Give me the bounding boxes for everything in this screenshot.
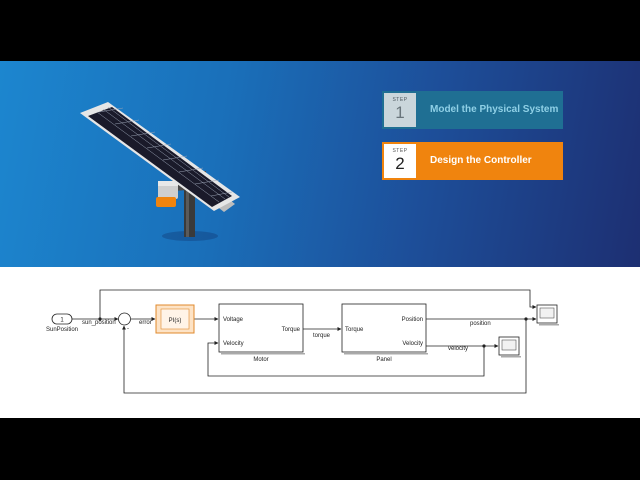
pi-controller-label: PI(s)	[169, 318, 182, 324]
scope-position-icon[interactable]	[536, 304, 559, 326]
letterbox-top	[0, 0, 640, 61]
signal-velocity-label: velocity	[448, 346, 468, 352]
signal-position-label: position	[470, 321, 491, 327]
panel-port-torque: Torque	[345, 327, 364, 333]
scope-velocity-icon[interactable]	[498, 336, 521, 358]
motor-block[interactable]: Voltage Velocity Torque	[218, 303, 305, 355]
signal-torque-label: torque	[313, 333, 331, 339]
sum-minus-sign: -	[127, 326, 129, 332]
solar-tracker-illustration	[80, 102, 240, 241]
panel-port-position: Position	[402, 317, 423, 323]
panel-block[interactable]: Torque Position Velocity	[341, 303, 428, 355]
step-2-title: Design the Controller	[430, 155, 532, 166]
step-1-model-physical-system[interactable]: STEP 1 Model the Physical System	[382, 91, 563, 129]
step-2-number-box: STEP 2	[384, 144, 416, 178]
motor-port-torque: Torque	[282, 327, 301, 333]
letterbox-bottom	[0, 418, 640, 480]
sum-block[interactable]: -	[118, 312, 131, 332]
header-banner: STEP 1 Model the Physical System STEP 2 …	[0, 61, 640, 267]
motor-block-label: Motor	[253, 357, 268, 363]
signal-sun-position-label: sun_position	[82, 320, 116, 326]
inport-label: SunPosition	[46, 327, 78, 333]
panel-port-velocity: Velocity	[402, 341, 423, 347]
pi-controller-block[interactable]: PI(s)	[155, 304, 195, 334]
step-1-label: STEP	[392, 97, 408, 103]
step-2-label: STEP	[392, 148, 408, 154]
step-1-number-box: STEP 1	[384, 93, 416, 127]
motor-port-voltage: Voltage	[223, 317, 244, 323]
step-1-number: 1	[395, 103, 405, 122]
inport-number: 1	[60, 318, 64, 324]
motor-port-velocity: Velocity	[223, 341, 244, 347]
signal-error-label: error	[139, 320, 152, 326]
inport-sun-position[interactable]: 1	[51, 313, 73, 325]
step-2-design-controller[interactable]: STEP 2 Design the Controller	[382, 142, 563, 180]
step-1-title: Model the Physical System	[430, 104, 559, 115]
step-2-number: 2	[395, 154, 405, 173]
solar-panel-icon	[80, 102, 240, 212]
simulink-block-diagram: 1 SunPosition sun_position - error PI(s)…	[0, 267, 640, 418]
panel-block-label: Panel	[376, 357, 391, 363]
